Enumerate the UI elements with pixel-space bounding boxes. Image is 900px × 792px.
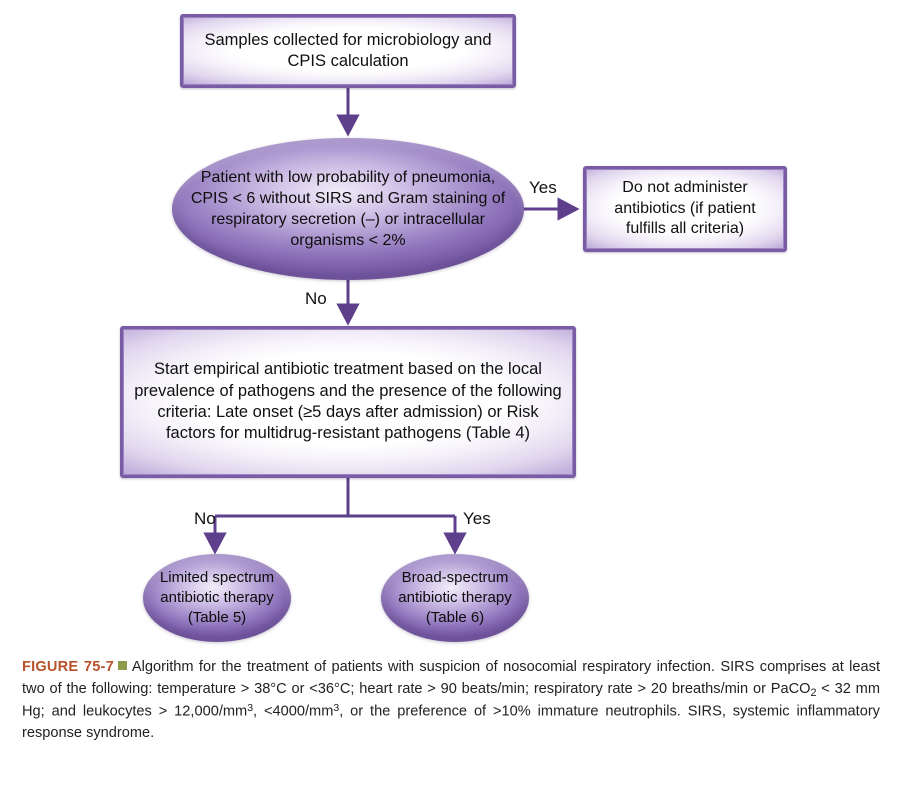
node-do-not-administer[interactable]: Do not administer antibiotics (if patien… [583, 166, 787, 252]
caption-text-part-3: , <4000/mm [253, 703, 334, 720]
node-low-probability-decision[interactable]: Patient with low probability of pneumoni… [172, 138, 524, 280]
figure-number-label: FIGURE 75-7 [22, 659, 114, 675]
caption-superscript-2: 3 [333, 702, 340, 715]
node-samples-collected[interactable]: Samples collected for microbiology and C… [180, 14, 516, 88]
start-empirical-treatment-text: Start empirical antibiotic treatment bas… [134, 360, 562, 443]
node-limited-spectrum-therapy[interactable]: Limited spectrum antibiotic therapy (Tab… [143, 554, 291, 642]
green-square-bullet-icon [117, 661, 127, 670]
caption-co2-subscript: 2 [810, 686, 817, 699]
samples-collected-text: Samples collected for microbiology and C… [204, 30, 492, 70]
do-not-administer-text: Do not administer antibiotics (if patien… [614, 178, 756, 238]
edge-label-decision-yes: Yes [529, 178, 557, 197]
node-start-empirical-treatment[interactable]: Start empirical antibiotic treatment bas… [120, 326, 576, 478]
broad-spectrum-therapy-text: Broad-spectrum antibiotic therapy (Table… [398, 569, 512, 626]
caption-superscript-1: 3 [247, 702, 254, 715]
caption-text-part-1: Algorithm for the treatment of patients … [22, 659, 880, 697]
edge-label-decision-no: No [305, 289, 327, 308]
caption-text-part-2: < 32 mm Hg; and leukocytes > 12,000/mm [22, 680, 880, 720]
low-probability-decision-text: Patient with low probability of pneumoni… [190, 168, 506, 250]
limited-spectrum-therapy-text: Limited spectrum antibiotic therapy (Tab… [159, 569, 275, 626]
edge-label-branch-yes: Yes [463, 509, 491, 528]
node-broad-spectrum-therapy[interactable]: Broad-spectrum antibiotic therapy (Table… [381, 554, 529, 642]
edge-label-branch-no: No [194, 509, 216, 528]
caption-text-part-4: , or the preference of >10% immature neu… [22, 703, 880, 742]
